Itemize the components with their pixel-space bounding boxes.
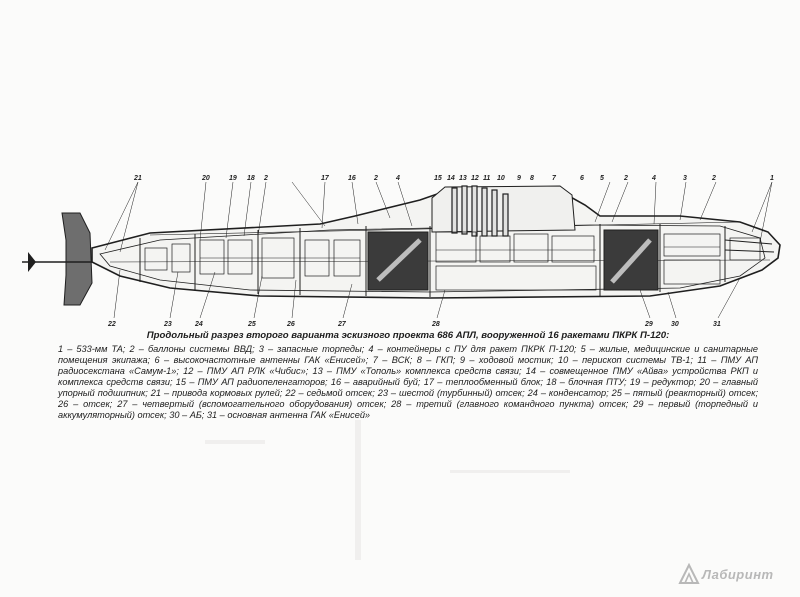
label-21: 21	[133, 175, 142, 182]
label-29: 29	[644, 321, 653, 328]
label-30: 30	[671, 321, 679, 328]
container-tube	[610, 238, 652, 284]
label-31: 31	[713, 321, 721, 328]
caption-legend: 1 – 533-мм ТА; 2 – баллоны системы ВВД; …	[58, 344, 758, 420]
bottom-labels: 22 23 24 25 26 27 28 29 30 31	[107, 321, 721, 328]
internal-decks	[200, 246, 720, 259]
paper-bleed	[205, 440, 265, 444]
label-20: 20	[201, 175, 210, 182]
label-22: 22	[107, 321, 116, 328]
masts	[451, 185, 509, 237]
label-16: 16	[348, 175, 356, 182]
label-19: 19	[229, 175, 237, 182]
label-14: 14	[447, 175, 455, 182]
paper-bleed	[355, 420, 361, 560]
label-2c: 2	[623, 175, 628, 182]
propeller	[28, 252, 36, 272]
submarine-section-diagram: 21 20 19 18 2 17 16 2 4 15 14 13 12 11 1…	[22, 175, 781, 328]
label-26: 26	[286, 321, 295, 328]
label-12: 12	[471, 175, 479, 182]
label-27: 27	[337, 321, 347, 328]
torpedo-tubes	[724, 239, 775, 253]
container-tube	[376, 238, 422, 282]
paper-bleed	[450, 470, 570, 473]
watermark: Лабиринт	[678, 560, 794, 588]
label-10: 10	[497, 175, 505, 182]
labyrinth-logo-icon	[678, 563, 700, 584]
label-4: 4	[395, 175, 400, 182]
label-15: 15	[434, 175, 442, 182]
label-7: 7	[552, 175, 557, 182]
label-24: 24	[194, 321, 203, 328]
label-28: 28	[431, 321, 440, 328]
leader-lines-bottom	[113, 269, 741, 319]
label-2: 2	[263, 175, 268, 182]
label-8: 8	[530, 175, 534, 182]
bulkheads	[139, 224, 726, 297]
label-5: 5	[600, 175, 604, 182]
label-6: 6	[580, 175, 584, 182]
label-1: 1	[770, 175, 774, 182]
leader-lines	[104, 181, 773, 253]
label-25: 25	[247, 321, 256, 328]
watermark-text: Лабиринт	[702, 566, 774, 582]
label-18: 18	[247, 175, 255, 182]
label-3: 3	[683, 175, 687, 182]
pressure-hull	[99, 224, 766, 293]
label-2d: 2	[711, 175, 716, 182]
diagram-caption: Продольный разрез второго варианта эскиз…	[58, 330, 758, 421]
caption-title: Продольный разрез второго варианта эскиз…	[146, 330, 670, 341]
top-labels: 21 20 19 18 2 17 16 2 4 15 14 13 12 11 1…	[133, 175, 774, 182]
label-23: 23	[163, 321, 172, 328]
label-17: 17	[321, 175, 330, 182]
stern-rudder	[61, 212, 93, 306]
label-11: 11	[483, 175, 490, 182]
label-4b: 4	[651, 175, 656, 182]
label-13: 13	[459, 175, 467, 182]
label-9: 9	[517, 175, 521, 182]
label-2b: 2	[373, 175, 378, 182]
